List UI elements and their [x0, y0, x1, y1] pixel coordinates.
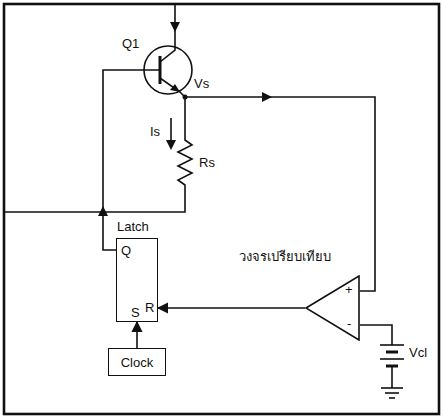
clock-box: Clock [108, 348, 166, 376]
wire-arrowhead [170, 22, 180, 32]
pin-name: R [145, 300, 154, 315]
input-sign: + [345, 282, 353, 297]
block-label: Clock [121, 355, 154, 370]
resistor-symbol [5, 97, 192, 212]
base-wire [103, 70, 160, 250]
latch-title: Latch [117, 219, 149, 234]
current-arrow [170, 118, 172, 142]
signal-wire [158, 307, 305, 309]
ground-wire [391, 366, 393, 388]
part-name: Rs [199, 155, 215, 170]
sense-wire [185, 97, 375, 291]
ground-symbol [385, 392, 399, 394]
current-arrowhead [166, 140, 176, 150]
signal-name: Vs [194, 76, 209, 91]
wire-arrowhead [98, 206, 108, 216]
battery-symbol [386, 351, 398, 354]
reference-wire [360, 325, 392, 345]
signal-name: Vcl [409, 345, 427, 360]
pin-name: Q [121, 243, 131, 258]
collector-wire [160, 5, 175, 62]
battery-symbol [380, 358, 404, 360]
pin-name: S [131, 305, 140, 320]
frame [4, 4, 439, 414]
signal-name: Is [150, 124, 160, 139]
part-name: Q1 [122, 36, 139, 51]
wire-arrowhead [262, 92, 272, 102]
latch-box: LatchQRS [116, 238, 158, 322]
input-sign: - [347, 316, 351, 331]
emitter-arrowhead [170, 84, 180, 92]
comparator-outline [306, 276, 359, 340]
comparator-triangle: วงจรเปรียบเทียบ+- [305, 275, 360, 341]
battery-symbol [380, 344, 404, 346]
signal-wire [136, 322, 138, 348]
ground-symbol [389, 397, 395, 399]
junction-dot [183, 95, 188, 100]
block-label: วงจรเปรียบเทียบ [239, 249, 331, 264]
ground-symbol [381, 387, 403, 389]
emitter-wire [160, 78, 185, 97]
